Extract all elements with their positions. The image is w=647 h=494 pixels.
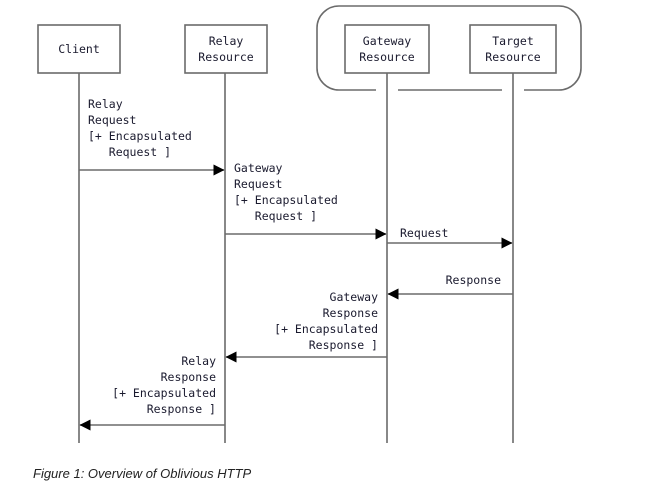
participant-boxes-group bbox=[37, 24, 557, 74]
message-label-request: Request bbox=[400, 226, 449, 240]
message-label-response: Response bbox=[445, 273, 501, 287]
message-label-gateway-request: Gateway Request [+ Encapsulated Request … bbox=[234, 161, 338, 223]
participant-box-gateway-resource[interactable] bbox=[344, 24, 430, 74]
message-label-gateway-response: Gateway Response [+ Encapsulated Respons… bbox=[274, 290, 378, 352]
sequence-diagram-canvas bbox=[37, 5, 582, 443]
participant-box-relay-resource[interactable] bbox=[184, 24, 268, 74]
figure-caption: Figure 1: Overview of Oblivious HTTP bbox=[33, 466, 252, 481]
message-label-relay-request: Relay Request [+ Encapsulated Request ] bbox=[88, 97, 192, 159]
participant-box-client[interactable] bbox=[37, 24, 121, 74]
message-label-relay-response: Relay Response [+ Encapsulated Response … bbox=[112, 354, 216, 416]
trust-boundary-outline bbox=[316, 5, 582, 91]
trust-boundary-group bbox=[316, 5, 582, 91]
message-arrows-group bbox=[79, 164, 513, 431]
lifelines-group bbox=[78, 73, 514, 443]
participant-box-target-resource[interactable] bbox=[469, 24, 557, 74]
